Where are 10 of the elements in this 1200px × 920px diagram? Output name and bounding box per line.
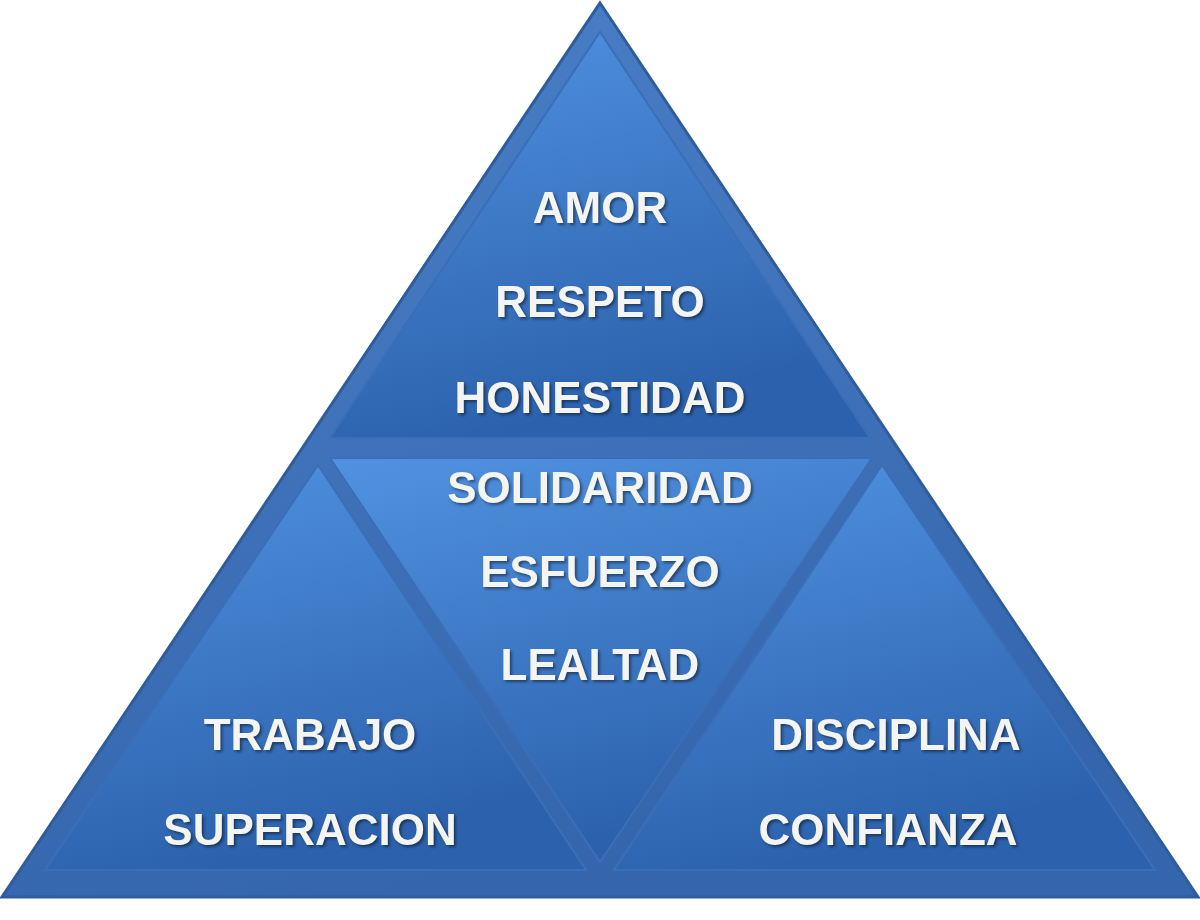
value-label: LEALTAD — [500, 640, 700, 690]
value-label: ESFUERZO — [480, 547, 720, 597]
value-label: TRABAJO — [203, 710, 417, 760]
value-label: SUPERACION — [163, 805, 457, 855]
value-label: RESPETO — [495, 277, 705, 327]
value-label: DISCIPLINA — [771, 710, 1021, 760]
value-label: SOLIDARIDAD — [447, 463, 753, 513]
value-label: HONESTIDAD — [454, 373, 746, 423]
value-label: AMOR — [532, 183, 668, 233]
value-label: CONFIANZA — [758, 805, 1018, 855]
